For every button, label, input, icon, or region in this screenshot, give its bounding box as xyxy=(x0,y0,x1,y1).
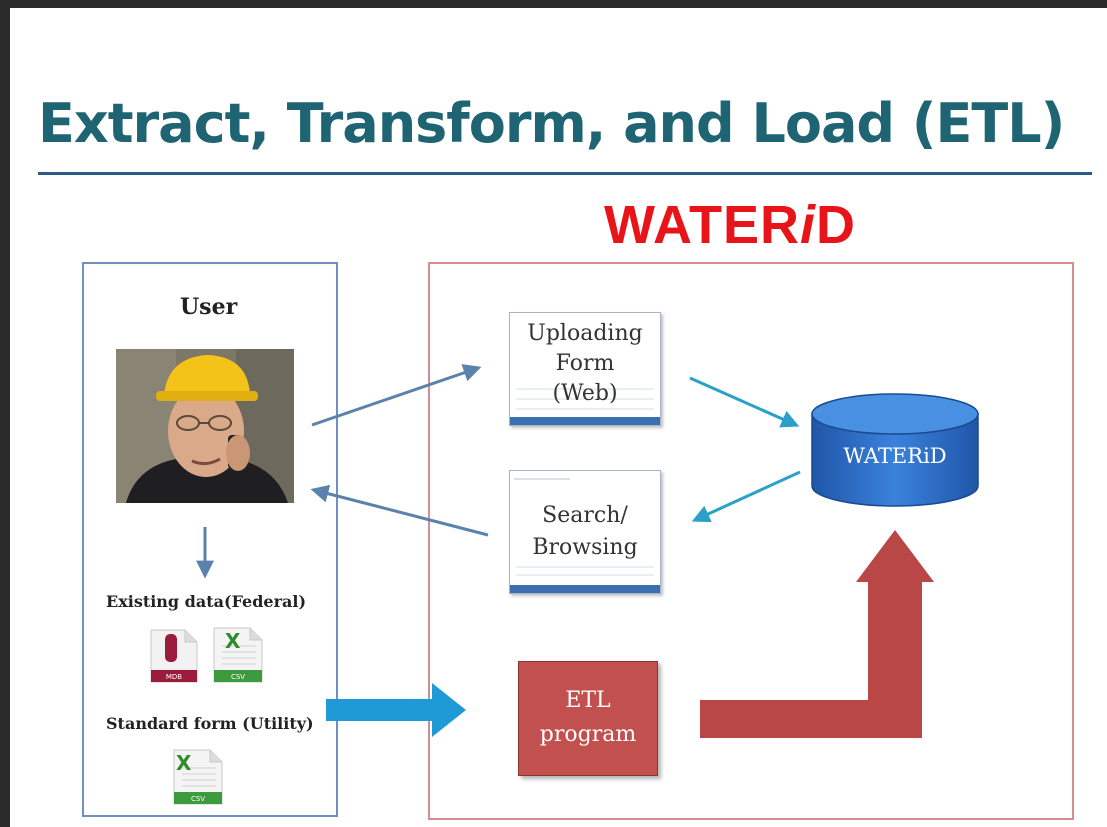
search-to-user-arrow xyxy=(310,484,489,537)
search-browsing-card: Search/ Browsing xyxy=(509,470,661,594)
database-icon xyxy=(811,393,979,507)
existing-data-label: Existing data(Federal) xyxy=(106,592,307,611)
upload-to-db-arrow xyxy=(689,376,800,428)
wateriD-logo: WATERiD xyxy=(604,194,856,256)
csv-icon-label: CSV xyxy=(191,795,205,803)
logo-text-tail: D xyxy=(816,195,856,255)
input-to-etl-arrow xyxy=(326,683,466,737)
uploading-form-card: Uploading Form (Web) xyxy=(509,312,661,426)
slide-frame-left xyxy=(0,0,10,827)
svg-text:X: X xyxy=(225,629,241,653)
search-screenshot-lines xyxy=(510,478,660,593)
standard-form-label: Standard form (Utility) xyxy=(106,714,314,733)
mdb-file-icon: MDB xyxy=(150,629,198,683)
user-panel xyxy=(82,262,338,817)
csv-file-icon: X CSV xyxy=(213,627,263,683)
upload-form-line-2: Form xyxy=(555,351,615,376)
svg-text:X: X xyxy=(176,751,192,775)
system-panel xyxy=(428,262,1074,820)
search-form-line-2: Browsing xyxy=(532,535,638,560)
etl-line-2: program xyxy=(539,722,637,747)
slide-title: Extract, Transform, and Load (ETL) xyxy=(38,92,1065,155)
search-form-line-1: Search/ xyxy=(542,503,628,528)
user-photo xyxy=(116,349,294,503)
slide-frame-top xyxy=(0,0,1107,8)
upload-form-line-1: Uploading xyxy=(527,321,643,346)
db-to-search-arrow xyxy=(691,470,801,523)
etl-to-db-load-arrow xyxy=(700,530,934,738)
logo-text-main: WATER xyxy=(604,195,800,255)
etl-program-box: ETL program xyxy=(518,661,658,776)
mdb-icon-label: MDB xyxy=(166,673,182,681)
upload-form-line-3: (Web) xyxy=(552,381,618,406)
user-to-upload-arrow xyxy=(311,364,482,427)
user-label: User xyxy=(180,294,238,320)
csv-icon-label: CSV xyxy=(231,673,245,681)
etl-line-1: ETL xyxy=(565,688,611,713)
form-screenshot-lines xyxy=(510,388,660,425)
database-label: WATERiD xyxy=(843,444,947,468)
csv-file-icon: X CSV xyxy=(173,749,223,805)
title-divider xyxy=(38,172,1092,175)
logo-text-italic: i xyxy=(799,195,816,255)
